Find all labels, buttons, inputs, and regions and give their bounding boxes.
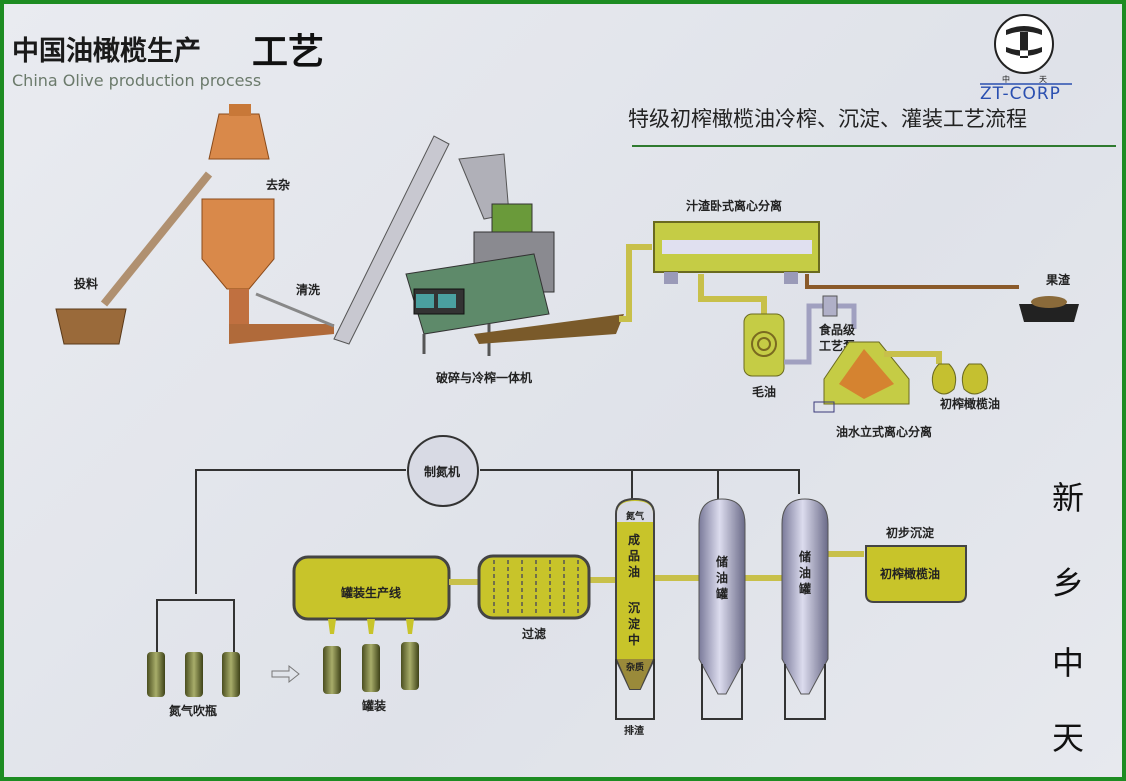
filling-line: 罐装生产线 罐装 [292,555,451,713]
side-char-2: 乡 [1052,564,1084,602]
label-tank2-2: 油 [799,565,811,580]
page-title-brush: 工艺 [252,32,324,73]
logo-screw-icon [1006,26,1042,58]
bottle-purge-manifold [156,599,235,654]
label-washing: 清洗 [296,282,320,297]
label-settling-3: 中 [628,632,640,647]
section-heading: 特级初榨橄榄油冷榨、沉淀、灌装工艺流程 [628,107,1027,131]
header: 中国油橄榄生产 工艺 China Olive production proces… [12,32,1116,147]
side-char-4: 天 [1052,719,1084,757]
side-brand-text: 新 乡 中 天 [1052,479,1084,757]
label-settling-1: 沉 [628,600,640,615]
side-char-3: 中 [1052,644,1084,682]
label-nitrogen: 氮气 [626,510,644,522]
label-crude-oil: 毛油 [752,384,776,399]
pomace-bin: 果渣 [1019,272,1079,322]
label-product-1: 成 [628,532,640,547]
crusher-press-machine: 破碎与冷榨一体机 [405,153,624,385]
page-subtitle: China Olive production process [12,71,261,90]
label-tank1-2: 油 [716,570,728,585]
decanter-centrifuge: 汁渣卧式离心分离 [653,198,820,284]
label-product-2: 品 [628,549,640,563]
label-pomace: 果渣 [1045,272,1071,287]
feed-conveyor [100,171,213,307]
label-impurity-removal: 去杂 [266,177,290,192]
pipe-to-crude-tank [698,274,767,314]
virgin-oil-jars: 初榨橄榄油 [931,363,1000,411]
label-filling-line: 罐装生产线 [340,585,401,600]
label-impurity: 杂质 [626,661,644,673]
pipe-to-pump [784,303,857,365]
feeding-hopper: 投料 [55,171,213,345]
label-pump-line1: 食品级 [818,322,855,337]
oil-water-separator: 油水立式离心分离 [813,341,942,439]
label-decanter: 汁渣卧式离心分离 [686,198,782,213]
label-nitrogen-generator: 制氮机 [424,464,460,479]
label-tank2-1: 储 [799,549,811,564]
logo-char-right: 天 [1039,75,1047,84]
pipe-to-decanter [619,244,652,322]
pomace-pipe [805,274,1019,289]
washing-tower: 去杂 清洗 [201,104,335,344]
purge-bottles: 氮气吹瓶 [147,652,240,718]
label-product-3: 油 [628,564,640,579]
crude-oil-tank: 毛油 [743,313,785,399]
label-tank1-3: 罐 [715,586,728,601]
page-title: 中国油橄榄生产 [12,36,201,67]
elevator-conveyor [333,135,450,345]
label-virgin-oil-box: 初榨橄榄油 [880,566,940,581]
nitrogen-generator: 制氮机 [407,435,479,507]
label-virgin-oil: 初榨橄榄油 [940,396,1000,411]
label-separator: 油水立式离心分离 [836,424,932,439]
logo-char-left: 中 [1002,74,1010,84]
settling-tank: 氮气 成 品 油 沉 淀 中 杂质 排渣 [615,497,655,737]
label-filling: 罐装 [361,698,386,713]
company-logo: 中 天 ZT-CORP [980,14,1072,104]
label-filter: 过滤 [522,626,546,641]
label-discharge: 排渣 [624,724,645,737]
label-preliminary-settling: 初步沉淀 [886,525,935,540]
arrow-right-icon [271,664,300,684]
preliminary-settling-tank: 初步沉淀 初榨橄榄油 [865,525,967,603]
label-feeding: 投料 [74,276,98,291]
side-char-1: 新 [1052,479,1084,517]
label-tank2-3: 罐 [798,581,811,596]
label-crusher: 破碎与冷榨一体机 [436,370,532,385]
nitrogen-pipe [195,469,800,594]
logo-name: ZT-CORP [980,84,1061,104]
process-diagram: 中国油橄榄生产 工艺 China Olive production proces… [12,14,1116,757]
oil-transfer-pipes [449,551,864,585]
filter: 过滤 [477,554,591,641]
label-tank1-1: 储 [716,554,728,569]
label-bottle-purge: 氮气吹瓶 [169,703,217,718]
storage-tank-2: 储 油 罐 [781,498,829,720]
label-settling-2: 淀 [628,616,641,631]
storage-tank-1: 储 油 罐 [698,498,746,720]
